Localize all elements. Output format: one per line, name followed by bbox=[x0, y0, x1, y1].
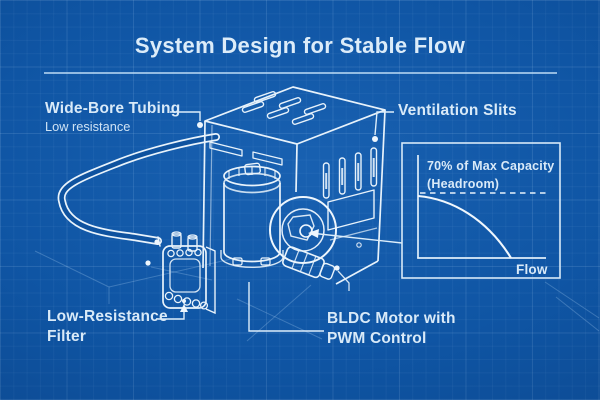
filter-drawing bbox=[162, 231, 216, 315]
leader-lines bbox=[158, 111, 403, 332]
callout-wide-bore-tubing-sub: Low resistance bbox=[45, 119, 131, 134]
canister-drawing bbox=[220, 162, 284, 269]
pump-curve bbox=[417, 194, 512, 259]
inset-chart bbox=[401, 142, 561, 279]
callout-filter-line1: Low-Resistance bbox=[47, 308, 168, 325]
chart-headroom-subtitle: (Headroom) bbox=[427, 177, 500, 191]
callout-low-resistance-filter: Low-Resistance Filter bbox=[47, 307, 168, 347]
title-divider bbox=[44, 72, 557, 74]
callout-ventilation-slits: Ventilation Slits bbox=[398, 102, 517, 119]
vents-pointer-dot bbox=[372, 136, 378, 142]
callout-bldc-motor: BLDC Motor with PWM Control bbox=[327, 309, 456, 349]
tube-drawing bbox=[57, 133, 220, 247]
chart-flow-axis-label: Flow bbox=[516, 262, 548, 277]
side-vent-slits bbox=[322, 147, 378, 199]
tubing-pointer-dot bbox=[197, 122, 203, 128]
callout-motor-line1: BLDC Motor with bbox=[327, 310, 456, 327]
outlet-drawing bbox=[282, 246, 350, 291]
top-vent-slits bbox=[241, 91, 327, 125]
callout-filter-line2: Filter bbox=[47, 328, 87, 345]
callout-motor-line2: PWM Control bbox=[327, 330, 427, 347]
callout-wide-bore-tubing: Wide-Bore Tubing bbox=[45, 100, 181, 117]
chart-frame bbox=[401, 142, 561, 279]
page-title: System Design for Stable Flow bbox=[134, 33, 466, 58]
construction-lines bbox=[34, 250, 600, 342]
housing-drawing bbox=[202, 86, 386, 285]
pump-arrowhead bbox=[308, 229, 319, 238]
leader-markers bbox=[145, 122, 378, 312]
filter-arrowhead bbox=[180, 304, 188, 312]
chart-headroom-title: 70% of Max Capacity bbox=[427, 159, 555, 173]
